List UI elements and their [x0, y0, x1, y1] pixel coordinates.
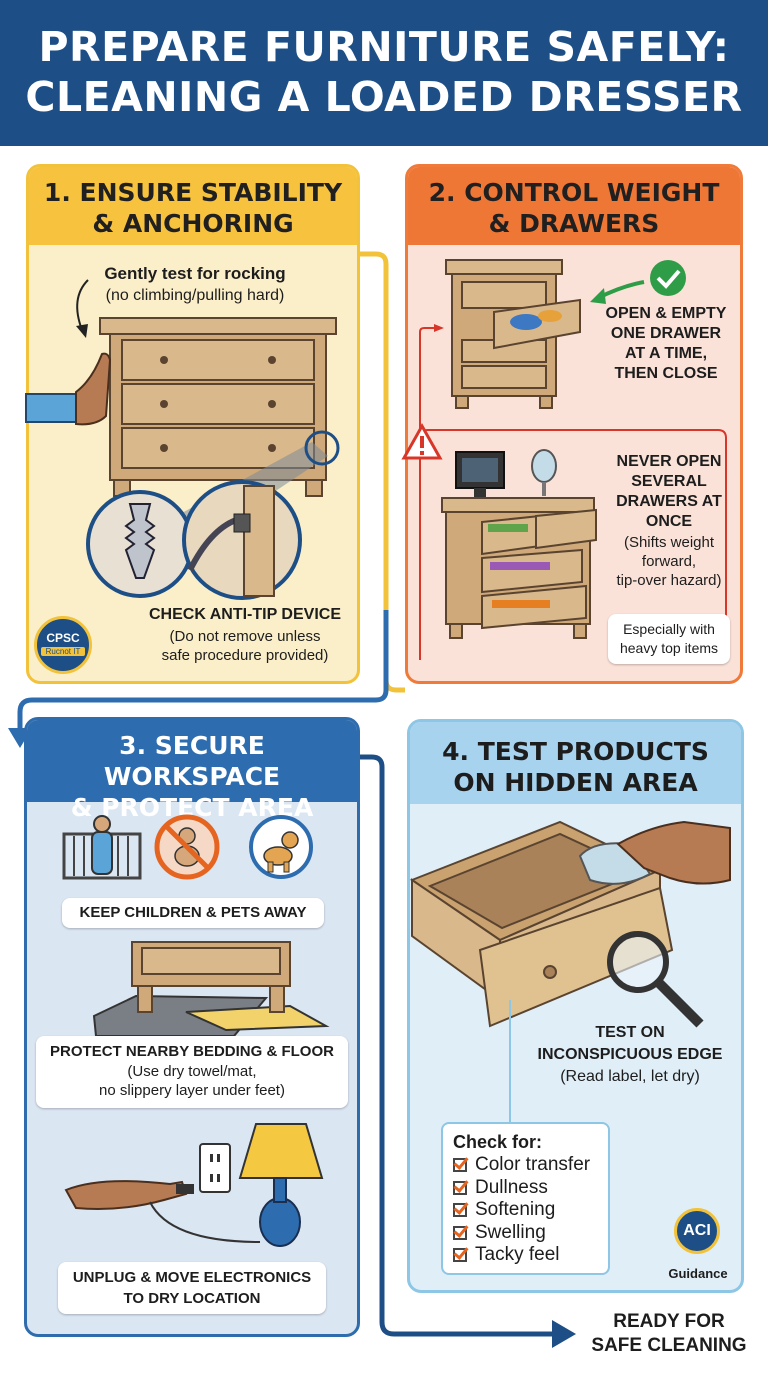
aci-guidance-label: Guidance	[668, 1266, 728, 1281]
check-item: Swelling	[453, 1222, 598, 1245]
checkbox-checked-icon	[453, 1203, 467, 1218]
step2-callout: Especially with heavy top items	[608, 614, 730, 664]
anti-tip-heading: CHECK ANTI-TIP DEVICE	[148, 606, 341, 623]
ready-for-cleaning: READY FOR SAFE CLEANING	[580, 1310, 758, 1358]
step4-title-line-1: 4. TEST PRODUCTS	[442, 737, 709, 766]
check-item: Tacky feel	[453, 1244, 598, 1267]
step2-bad-text: NEVER OPEN SEVERAL DRAWERS AT ONCE	[600, 452, 738, 532]
step2-good-line-4: THEN CLOSE	[614, 365, 718, 382]
step2-title-line-2: & DRAWERS	[488, 209, 660, 238]
anti-tip-note-line-2: safe procedure provided)	[161, 647, 329, 664]
dresser-illustration	[99, 317, 337, 497]
step4-title: 4. TEST PRODUCTS ON HIDDEN AREA	[410, 722, 741, 804]
drawer-test-illustration	[409, 820, 731, 1130]
step2-good-line-3: AT A TIME,	[624, 345, 708, 362]
step4-test-line-2: INCONSPICUOUS EDGE	[537, 1046, 723, 1063]
step1-title: 1. ENSURE STABILITY & ANCHORING	[29, 167, 357, 245]
unplug-card: UNPLUG & MOVE ELECTRONICS TO DRY LOCATIO…	[58, 1262, 326, 1314]
ready-line-1: READY FOR	[613, 1311, 725, 1332]
step1-test-note: (no climbing/pulling hard)	[105, 287, 285, 304]
check-item-label: Color transfer	[475, 1154, 591, 1175]
step2-bad-line-1: NEVER OPEN	[616, 453, 722, 470]
checkbox-checked-icon	[453, 1180, 467, 1195]
flow-arrow-2-to-3	[17, 610, 389, 732]
flow-arrow-1-to-2	[360, 251, 405, 693]
header-banner: PREPARE FURNITURE SAFELY: CLEANING A LOA…	[0, 0, 768, 146]
step4-test-note: (Read label, let dry)	[560, 1068, 700, 1085]
check-item-label: Dullness	[475, 1176, 548, 1198]
dresser-on-mat-illustration	[92, 941, 330, 1037]
flow-arrowhead-end	[552, 1320, 576, 1348]
ready-line-2: SAFE CLEANING	[591, 1335, 747, 1356]
step2-bad-line-2: SEVERAL	[631, 473, 707, 490]
checkbox-checked-icon	[453, 1248, 467, 1263]
check-for-heading: Check for:	[453, 1132, 543, 1152]
step2-bad-line-3: DRAWERS AT	[616, 493, 722, 510]
step1-title-line-1: 1. ENSURE STABILITY	[43, 178, 343, 207]
cpsc-badge: CPSC Rucnot IT	[34, 616, 92, 674]
step4-title-line-2: ON HIDDEN AREA	[453, 768, 698, 797]
checkbox-checked-icon	[453, 1158, 467, 1173]
step2-bad-line-4: ONCE	[645, 513, 693, 530]
checkbox-checked-icon	[453, 1225, 467, 1240]
multi-drawer-dresser-illustration	[441, 449, 597, 639]
title-line-1: PREPARE FURNITURE SAFELY:	[38, 23, 730, 71]
step1-test-heading: Gently test for rocking	[104, 264, 286, 283]
step2-bad-note-line-1: (Shifts weight	[623, 534, 715, 551]
flow-arrow-3-to-4	[360, 754, 552, 1337]
step2-bad-note-line-3: tip-over hazard)	[616, 572, 722, 589]
step2-good-line-1: OPEN & EMPTY	[605, 305, 727, 322]
step3-title: 3. SECURE WORKSPACE & PROTECT AREA	[27, 720, 357, 822]
check-item: Color transfer	[453, 1154, 598, 1177]
step2-bad-note-line-2: forward,	[641, 553, 697, 570]
protect-area-card: PROTECT NEARBY BEDDING & FLOOR (Use dry …	[36, 1036, 348, 1108]
check-item-label: Softening	[475, 1199, 556, 1220]
warning-triangle-icon	[401, 422, 443, 460]
step3-title-line-1: 3. SECURE WORKSPACE	[103, 731, 281, 791]
aci-logo: ACI	[674, 1208, 720, 1254]
step2-good-text: OPEN & EMPTY ONE DRAWER AT A TIME, THEN …	[596, 304, 736, 384]
page-title: PREPARE FURNITURE SAFELY: CLEANING A LOA…	[0, 22, 768, 122]
step4-test-text: TEST ON INCONSPICUOUS EDGE	[520, 1022, 740, 1066]
curved-hint-arrow-icon	[76, 279, 89, 338]
cpsc-badge-top: CPSC	[46, 631, 80, 645]
step2-callout-line-2: heavy top items	[619, 640, 719, 656]
unplug-line-2: TO DRY LOCATION	[123, 1290, 261, 1307]
no-children-icon	[154, 814, 220, 880]
pet-dog-icon	[249, 815, 313, 879]
step2-title: 2. CONTROL WEIGHT & DRAWERS	[408, 167, 740, 245]
step2-title-line-1: 2. CONTROL WEIGHT	[428, 178, 720, 207]
cpsc-badge-bottom: Rucnot IT	[41, 647, 85, 656]
check-for-list: Check for: Color transfer Dullness Softe…	[441, 1122, 610, 1275]
title-line-2: CLEANING A LOADED DRESSER	[25, 73, 743, 121]
anti-tip-note: (Do not remove unless safe procedure pro…	[140, 627, 350, 665]
check-item: Softening	[453, 1199, 598, 1222]
unplug-illustration	[64, 1123, 324, 1247]
check-item-label: Tacky feel	[475, 1244, 560, 1265]
protect-heading: PROTECT NEARBY BEDDING & FLOOR	[50, 1043, 334, 1060]
anti-tip-zoom	[86, 430, 340, 600]
step2-callout-line-1: Especially with	[623, 621, 715, 637]
step1-title-line-2: & ANCHORING	[92, 209, 294, 238]
keep-children-pets-away: KEEP CHILDREN & PETS AWAY	[62, 898, 324, 928]
check-item: Dullness	[453, 1177, 598, 1200]
protect-note-line-2: no slippery layer under feet)	[99, 1082, 285, 1099]
unplug-line-1: UNPLUG & MOVE ELECTRONICS	[72, 1269, 312, 1286]
protect-note-line-1: (Use dry towel/mat,	[127, 1063, 257, 1080]
anti-tip-note-line-1: (Do not remove unless	[169, 628, 321, 645]
hand-push-icon	[25, 352, 112, 426]
single-drawer-dresser-illustration	[445, 259, 581, 409]
step2-good-line-2: ONE DRAWER	[610, 325, 722, 342]
crib-icon	[62, 815, 142, 880]
step2-bad-note: (Shifts weight forward, tip-over hazard)	[600, 533, 738, 590]
check-item-label: Swelling	[475, 1221, 546, 1243]
check-icon	[590, 260, 686, 304]
step4-test-line-1: TEST ON	[595, 1024, 665, 1041]
